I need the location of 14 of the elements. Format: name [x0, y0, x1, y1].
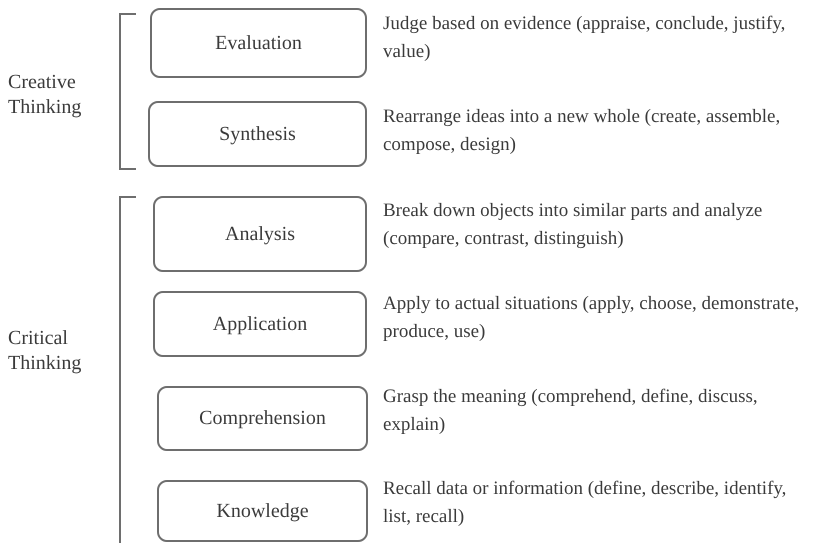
level-box: Synthesis [148, 101, 367, 167]
level-description: Break down objects into similar parts and analyze (compare, contrast, distinguish) [383, 199, 764, 251]
group-label: Creative Thinking [8, 70, 82, 120]
group-label: Critical Thinking [8, 326, 82, 376]
level-box: Comprehension [157, 386, 368, 451]
level-box: Application [153, 291, 367, 357]
level-box: Knowledge [157, 480, 368, 542]
level-box: Evaluation [150, 8, 367, 78]
level-box: Analysis [153, 196, 367, 272]
level-description: Rearrange ideas into a new whole (create, assemble, compose, design) [383, 105, 782, 157]
level-description: Apply to actual situations (apply, choose, demonstrate, produce, use) [383, 292, 800, 344]
level-description: Grasp the meaning (comprehend, define, discuss, explain) [383, 385, 759, 437]
level-description: Judge based on evidence (appraise, conclude, justify, value) [383, 12, 786, 64]
level-description: Recall data or information (define, describe, identify, list, recall) [383, 477, 788, 529]
